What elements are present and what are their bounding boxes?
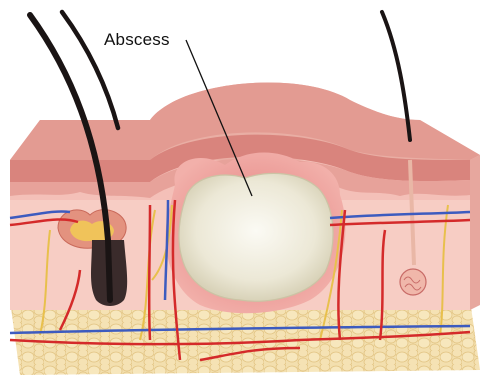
abscess-pocket <box>179 173 333 301</box>
abscess-label: Abscess <box>104 30 170 50</box>
